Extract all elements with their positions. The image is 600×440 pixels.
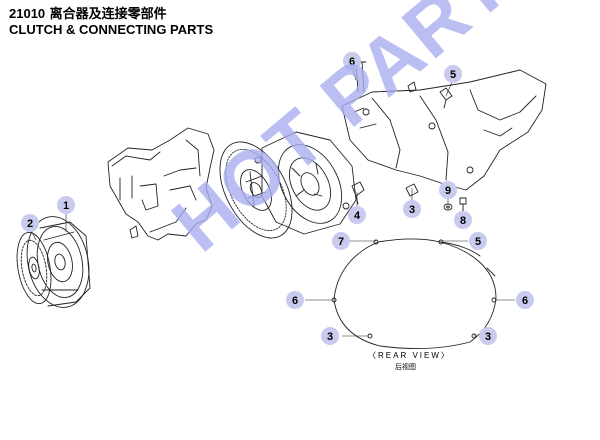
transmission-housing	[341, 69, 547, 191]
callout-label: 6	[522, 295, 528, 307]
callout-label: 3	[485, 331, 491, 343]
clutch-disc-center	[219, 141, 293, 239]
callout-bubble: 2	[21, 214, 39, 232]
callout-label: 3	[409, 204, 415, 216]
callout-label: 7	[338, 236, 344, 248]
release-fork-part-4	[351, 181, 365, 205]
part-group-code: 21010	[9, 6, 46, 21]
callout-bubble: 6	[343, 52, 361, 70]
diagram-header: 21010 离合器及连接零部件 CLUTCH & CONNECTING PART…	[9, 6, 213, 38]
callout-bubble: 8	[454, 211, 472, 229]
pressure-plate-center	[254, 131, 357, 235]
callout-label: 8	[460, 215, 466, 227]
callout-label: 9	[445, 185, 451, 197]
clutch-disc-left	[16, 231, 52, 305]
leader-lines	[31, 69, 515, 337]
callout-bubble: 3	[403, 200, 421, 218]
callout-bubble: 5	[444, 65, 462, 83]
callout-bubble: 4	[348, 206, 366, 224]
callout-bubble: 3	[479, 327, 497, 345]
callout-bubble: 9	[439, 181, 457, 199]
callout-label: 4	[354, 210, 361, 222]
engine-block	[107, 127, 215, 241]
callout-bubble: 6	[516, 291, 534, 309]
rear-view-gasket	[331, 238, 497, 350]
bolt-part-5-top	[439, 87, 453, 109]
callout-label: 5	[450, 69, 456, 81]
title-english: CLUTCH & CONNECTING PARTS	[9, 22, 214, 37]
title-chinese: 离合器及连接零部件	[49, 6, 167, 21]
callout-bubble: 5	[469, 232, 487, 250]
callout-bubble: 1	[57, 196, 75, 214]
rear-view-sublabel: 后视图	[395, 363, 416, 371]
washer-part-9	[443, 203, 453, 211]
callout-label: 5	[475, 236, 481, 248]
callout-label: 6	[292, 295, 298, 307]
callout-group: 1 2 3 4 5 6 7 8	[21, 52, 534, 345]
callout-label: 2	[27, 218, 33, 230]
clip-part-3	[405, 183, 419, 197]
bolt-part-7-top	[407, 81, 417, 93]
callout-bubble: 6	[286, 291, 304, 309]
callout-bubble: 3	[321, 327, 339, 345]
callout-bubble: 7	[332, 232, 350, 250]
callout-label: 3	[327, 331, 333, 343]
callout-label: 1	[63, 200, 69, 212]
callout-label: 6	[349, 56, 355, 68]
rear-view-label: 〈REAR VIEW〉	[368, 351, 451, 360]
